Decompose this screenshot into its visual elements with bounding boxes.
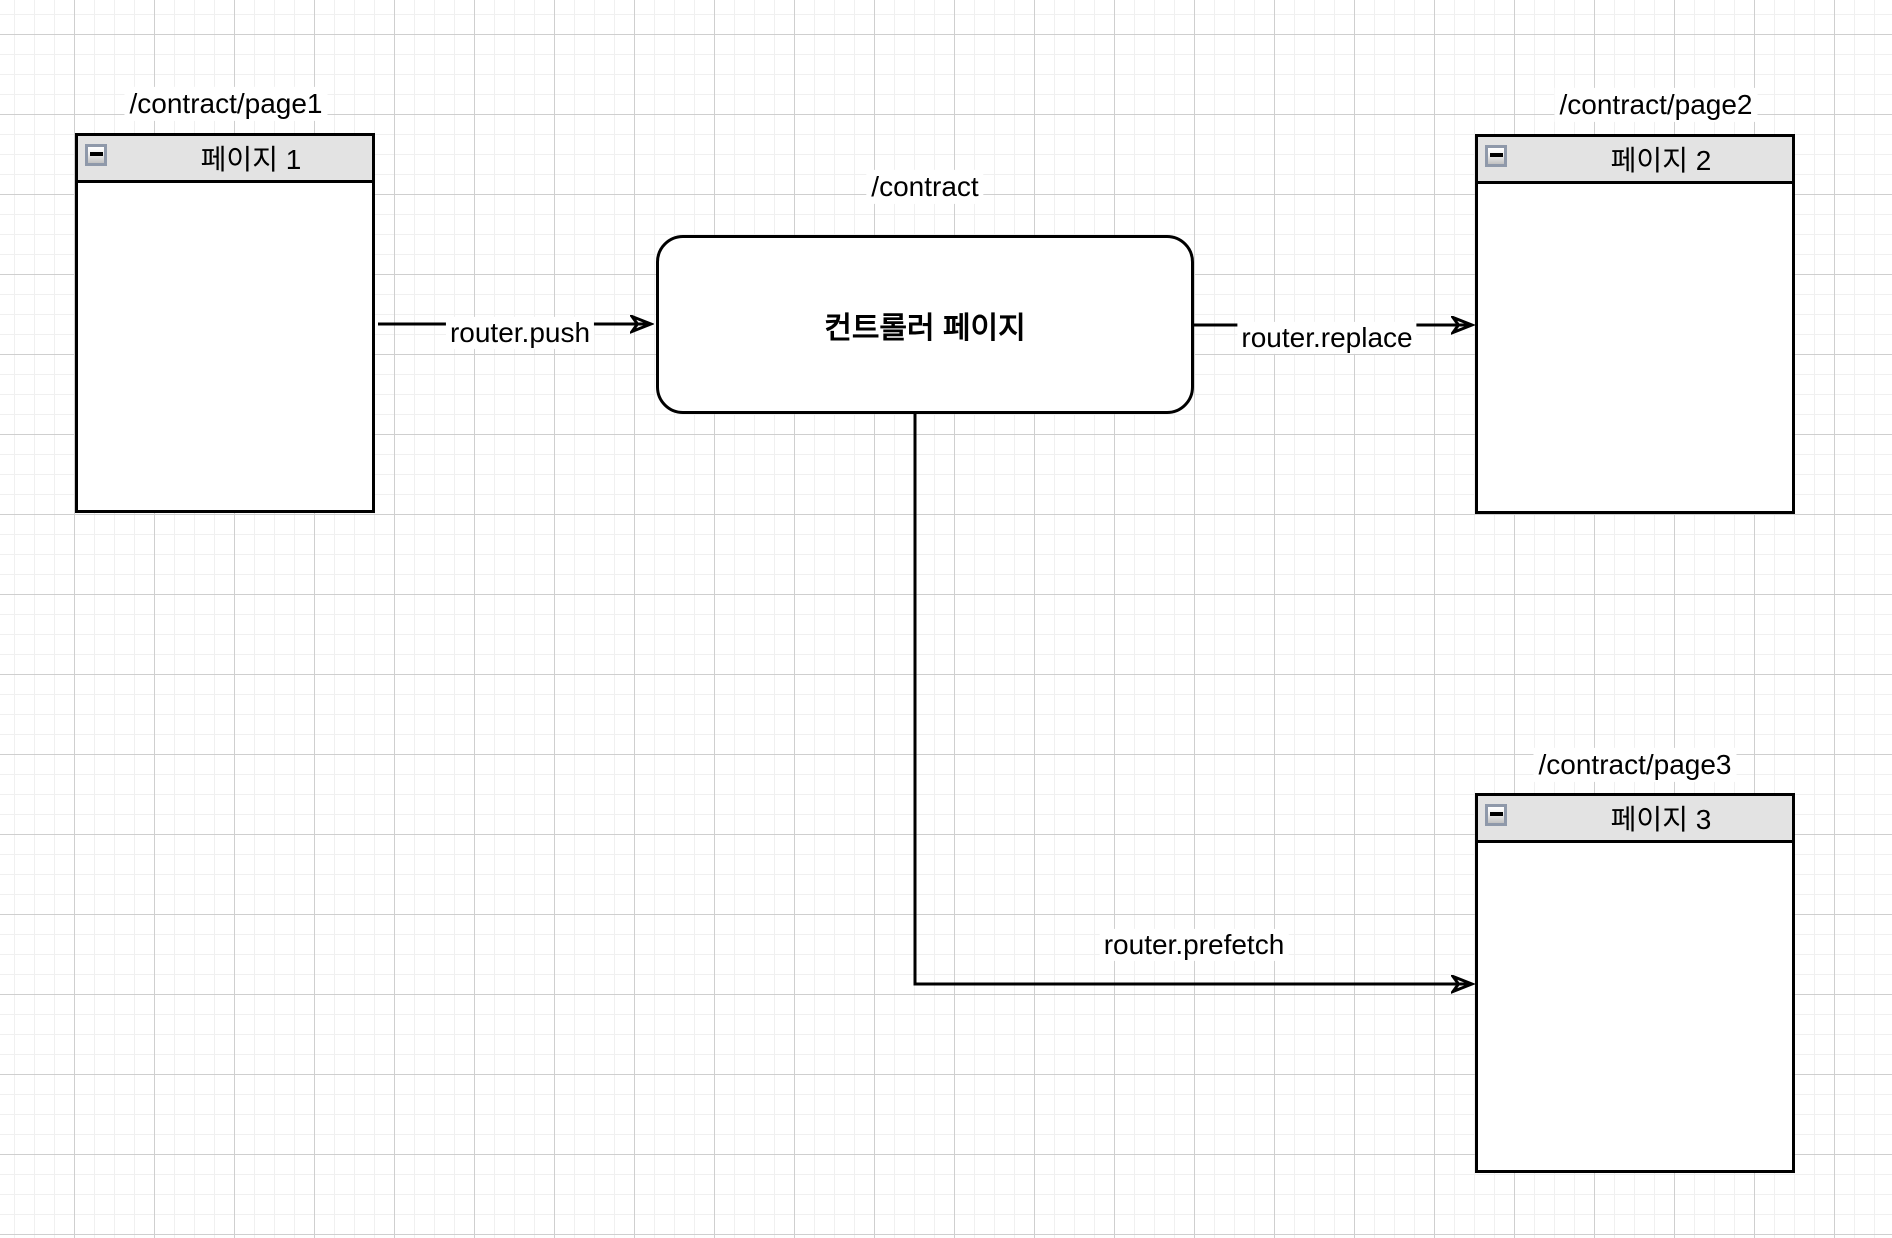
controller-label: 컨트롤러 페이지 [824,311,1026,345]
edge-label-router-push[interactable]: router.push [445,316,595,350]
window-page2-titlebar: 페이지 2 [1478,137,1792,184]
window-page3[interactable]: 페이지 3 [1475,793,1795,1173]
edge-label-router-replace[interactable]: router.replace [1237,321,1417,355]
window-page3-titlebar: 페이지 3 [1478,796,1792,843]
route-label-controller[interactable]: /contract [866,169,984,205]
controller-node[interactable]: 컨트롤러 페이지 [656,235,1194,414]
window-page2[interactable]: 페이지 2 [1475,134,1795,514]
window-page1-title: 페이지 1 [200,144,302,175]
minimize-icon [1485,145,1507,167]
route-label-page3[interactable]: /contract/page3 [1533,747,1737,783]
edge-label-router-prefetch[interactable]: router.prefetch [1099,928,1289,962]
minimize-icon [1485,804,1507,826]
window-page1[interactable]: 페이지 1 [75,133,375,513]
window-page3-title: 페이지 3 [1610,804,1712,835]
edge-router-prefetch[interactable] [913,412,1471,984]
window-page1-titlebar: 페이지 1 [78,136,372,183]
minimize-icon [85,144,107,166]
route-label-page2[interactable]: /contract/page2 [1554,87,1758,123]
route-label-page1[interactable]: /contract/page1 [124,86,328,122]
window-page2-title: 페이지 2 [1610,145,1712,176]
